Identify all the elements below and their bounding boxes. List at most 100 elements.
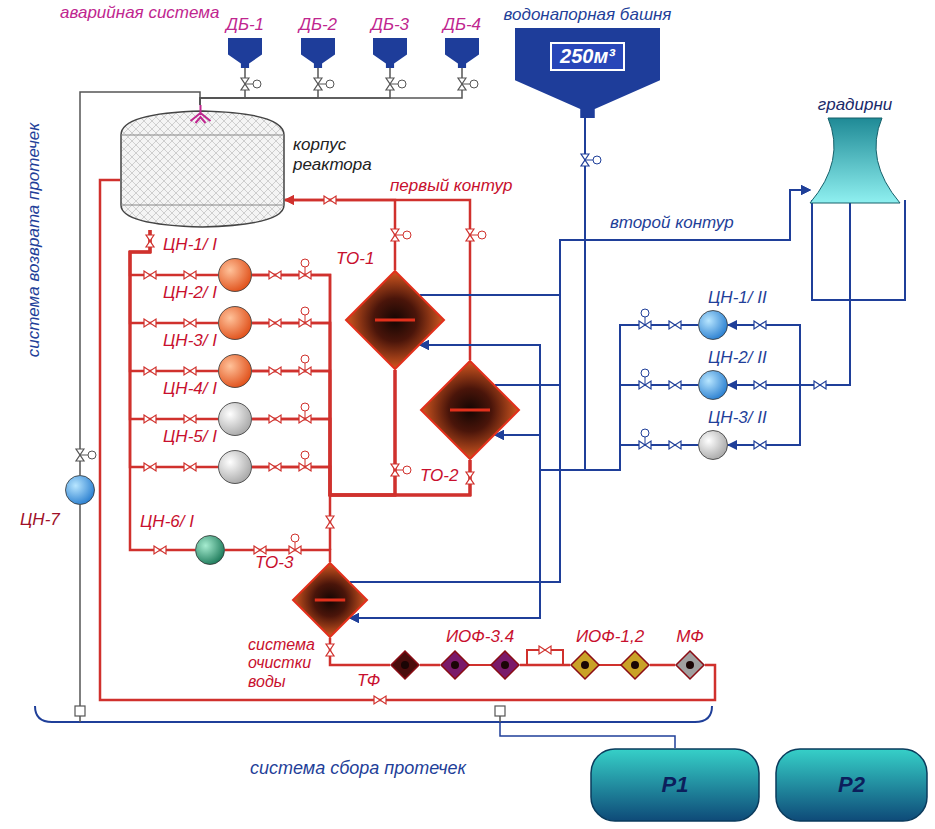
valve-stem bbox=[305, 315, 306, 323]
valve-stem bbox=[305, 363, 306, 371]
valve-symbol bbox=[184, 367, 196, 375]
pipe-connector bbox=[252, 370, 395, 495]
node-label: водонапорная башня bbox=[504, 5, 672, 25]
reactor-vessel-outline bbox=[120, 105, 285, 230]
reactor-vessel: корпус реактора bbox=[120, 105, 285, 230]
pipe-connector bbox=[200, 68, 245, 105]
pump-symbol: ЦН-2/ II bbox=[698, 370, 728, 400]
valve-body bbox=[154, 546, 166, 554]
valve-body bbox=[184, 415, 196, 423]
valve-body bbox=[299, 319, 311, 327]
pipe-connector bbox=[495, 190, 810, 385]
valve-stem bbox=[395, 235, 403, 236]
pipe-connector bbox=[585, 118, 698, 470]
shape-part bbox=[219, 307, 252, 340]
pipe-connector bbox=[252, 371, 470, 495]
valve-symbol bbox=[386, 78, 406, 90]
annotation-label: первый контур bbox=[390, 176, 512, 196]
shape-part bbox=[501, 661, 509, 669]
node-label: ИОФ-3.4 bbox=[446, 627, 514, 647]
valve-body bbox=[144, 271, 156, 279]
heat-exchanger: ТО-1 bbox=[345, 270, 445, 370]
valve-motor bbox=[326, 80, 334, 88]
valve-symbol bbox=[581, 154, 601, 166]
node-label: ЦН-4/ I bbox=[163, 379, 217, 399]
heat-exchanger: ТО-3 bbox=[292, 562, 368, 638]
valve-body bbox=[754, 381, 766, 389]
bypass-pipe bbox=[527, 650, 563, 665]
valve-symbol bbox=[639, 369, 651, 389]
node-label: ТО-2 bbox=[420, 466, 458, 486]
node-label: ЦН-7 bbox=[20, 510, 60, 530]
valve-symbol bbox=[299, 355, 311, 375]
valve-stem bbox=[645, 317, 646, 325]
shape-part bbox=[293, 563, 367, 637]
valve-body bbox=[326, 516, 334, 528]
valve-symbol bbox=[324, 196, 336, 204]
pump-symbol: ЦН-5/ I bbox=[218, 450, 252, 484]
valve-symbol bbox=[314, 78, 334, 90]
shape-part bbox=[591, 749, 759, 821]
valve-symbol bbox=[184, 271, 196, 279]
pump-symbol-outline bbox=[218, 354, 252, 388]
valve-body bbox=[669, 381, 681, 389]
shape-part bbox=[699, 431, 728, 460]
valve-group bbox=[76, 78, 826, 704]
shape-part bbox=[219, 259, 252, 292]
valve-motor bbox=[301, 355, 309, 363]
pipe-connector bbox=[200, 68, 318, 105]
shape-part bbox=[301, 38, 335, 68]
valve-motor bbox=[301, 307, 309, 315]
pump-symbol-outline bbox=[698, 310, 728, 340]
valve-body bbox=[144, 367, 156, 375]
shape-part bbox=[421, 361, 519, 459]
valve-body bbox=[184, 271, 196, 279]
pump-symbol-outline bbox=[698, 430, 728, 460]
pipe-connector bbox=[130, 230, 218, 323]
valve-body bbox=[146, 235, 154, 247]
valve-symbol bbox=[269, 367, 281, 375]
node-label: ТО-3 bbox=[255, 553, 293, 573]
valve-body bbox=[539, 646, 551, 654]
valve-symbol bbox=[539, 646, 551, 654]
valve-body bbox=[639, 381, 651, 389]
pump-symbol: ЦН-3/ I bbox=[218, 354, 252, 388]
valve-body bbox=[639, 441, 651, 449]
shape-part bbox=[450, 409, 490, 412]
shape-part bbox=[676, 651, 704, 679]
valve-body bbox=[754, 441, 766, 449]
valve-body bbox=[669, 321, 681, 329]
node-label: ЦН-3/ II bbox=[708, 408, 767, 428]
node-label: ДБ-3 bbox=[371, 15, 409, 35]
valve-symbol bbox=[669, 381, 681, 389]
valve-stem bbox=[245, 84, 253, 85]
shape-part bbox=[491, 651, 519, 679]
valve-symbol bbox=[466, 472, 474, 484]
annotation-label: система сбора протечек bbox=[250, 758, 466, 779]
valve-body bbox=[144, 463, 156, 471]
pipe-connector bbox=[100, 180, 715, 700]
valve-body bbox=[374, 696, 386, 704]
valve-body bbox=[144, 319, 156, 327]
pipe-connector bbox=[130, 230, 218, 467]
valve-motor bbox=[403, 466, 411, 474]
pump-symbol: ЦН-6/ I bbox=[195, 535, 225, 565]
valve-symbol bbox=[299, 307, 311, 327]
valve-stem bbox=[585, 160, 593, 161]
shape-part bbox=[121, 111, 284, 227]
collection-bracket bbox=[35, 706, 712, 722]
valve-symbol bbox=[144, 319, 156, 327]
valve-motor bbox=[641, 309, 649, 317]
shape-part bbox=[219, 451, 252, 484]
valve-stem bbox=[645, 377, 646, 385]
valve-motor bbox=[253, 80, 261, 88]
valve-symbol bbox=[391, 464, 411, 476]
shape-part bbox=[776, 749, 927, 821]
pump-symbol-outline bbox=[218, 306, 252, 340]
valve-motor bbox=[403, 231, 411, 239]
valve-stem bbox=[318, 84, 326, 85]
shape-part bbox=[451, 661, 459, 669]
valve-body bbox=[184, 367, 196, 375]
valve-motor bbox=[301, 403, 309, 411]
valve-stem bbox=[305, 459, 306, 467]
